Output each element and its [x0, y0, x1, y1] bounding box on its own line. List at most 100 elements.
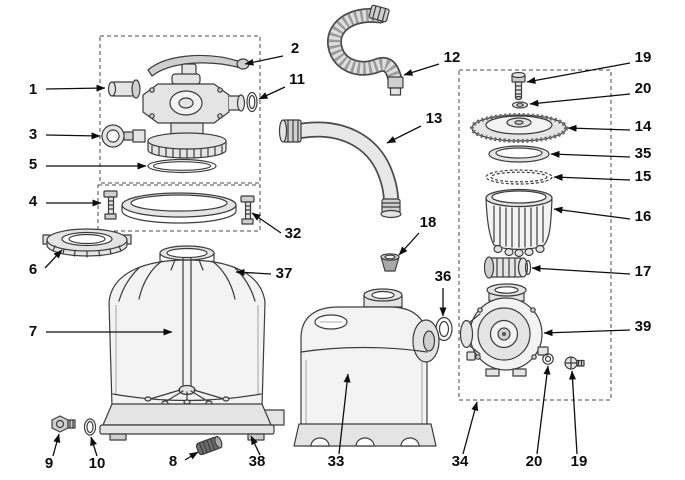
callout-item8-arrow [184, 451, 199, 461]
callout-item37: 37 [235, 265, 293, 282]
callout-item16-arrow [553, 206, 631, 220]
callout-item35-arrow [550, 150, 631, 158]
callout-item39-label: 39 [635, 318, 652, 335]
callout-item19-bottom: 19 [569, 370, 588, 470]
rubber-cap-drawing [380, 253, 400, 272]
callout-item20-top-label: 20 [635, 80, 652, 97]
callout-item12: 12 [403, 49, 461, 76]
callout-item20-bottom-label: 20 [526, 453, 543, 470]
callout-item19-bottom-label: 19 [571, 453, 588, 470]
callout-item20-bottom: 20 [526, 365, 551, 470]
callout-item7-label: 7 [29, 323, 37, 340]
callout-item6: 6 [29, 249, 63, 278]
flange-ring-drawing [42, 228, 132, 258]
callout-item38-label: 38 [249, 453, 266, 470]
callout-item33: 33 [328, 373, 351, 470]
strainer-basket-drawing [485, 188, 553, 258]
callout-item15-arrow [553, 173, 631, 181]
tank-neck [159, 245, 215, 262]
callout-item4: 4 [29, 193, 102, 210]
inlet-fitting-1 [107, 79, 141, 99]
callout-item9-arrow [52, 433, 61, 457]
callout-item15-label: 15 [635, 168, 652, 185]
dashed-group-boxes [97, 35, 612, 401]
callout-item8-label: 8 [169, 453, 177, 470]
callout-item12-arrow [403, 63, 440, 76]
callout-item18-arrow [398, 232, 420, 256]
callouts: 1 2 11 3 5 4 32 6 [29, 40, 652, 472]
callout-item16: 16 [553, 206, 652, 225]
callout-item2-label: 2 [291, 40, 299, 57]
valve-ribbed-collar [147, 132, 227, 159]
callout-item19-bottom-arrow [569, 370, 578, 455]
callout-item17-label: 17 [635, 263, 652, 280]
callout-item3-arrow [45, 132, 101, 140]
callout-item7: 7 [29, 323, 173, 340]
callout-item4-label: 4 [29, 193, 38, 210]
gauge-plug-3 [101, 124, 146, 148]
callout-item20-top-arrow [529, 93, 631, 107]
callout-item13: 13 [386, 110, 442, 144]
tank-oring-5 [147, 158, 217, 174]
hose-bottom-fitting [387, 76, 404, 96]
strainer-cover-drawing [470, 113, 568, 143]
callout-item3: 3 [29, 126, 101, 143]
callout-item20-top: 20 [529, 80, 652, 107]
callout-item6-label: 6 [29, 261, 37, 278]
hose-bottom-coupling [380, 198, 402, 219]
callout-item33-label: 33 [328, 453, 345, 470]
callout-item10-label: 10 [89, 455, 106, 472]
coupling-drawing [483, 256, 532, 279]
callout-item13-arrow [386, 125, 422, 144]
callout-item19-top-arrow [526, 62, 631, 84]
housing-plug-drawing [564, 356, 585, 370]
curved-hose-drawing [278, 119, 402, 219]
callout-item39-arrow [543, 329, 631, 337]
hose-top-fitting [368, 4, 390, 23]
tank-base [99, 403, 275, 441]
callout-item32-arrow [251, 212, 282, 234]
drain-oring-drawing [83, 418, 97, 436]
callout-item37-arrow [235, 268, 272, 276]
callout-item1-arrow [45, 84, 106, 92]
callout-item11-label: 11 [289, 71, 305, 88]
callout-item37-label: 37 [276, 265, 293, 282]
callout-item10-arrow [90, 436, 98, 457]
callout-item1-label: 1 [29, 81, 37, 98]
callout-item34-arrow [462, 401, 479, 455]
callout-item17-arrow [531, 265, 631, 275]
flat-gasket-drawing [485, 169, 553, 185]
housing-oring-drawing [542, 353, 554, 365]
strainer-bolt-drawing [511, 71, 526, 101]
callout-item18-label: 18 [420, 214, 437, 231]
clamp-bolt-left [103, 190, 118, 220]
strainer-washer-drawing [511, 101, 529, 109]
filter-tank-drawing [99, 245, 285, 441]
callout-item3-label: 3 [29, 126, 37, 143]
callout-item6-arrow [44, 249, 63, 269]
callout-item32: 32 [251, 212, 302, 242]
callout-item18: 18 [398, 214, 437, 256]
callout-item10: 10 [89, 436, 106, 472]
pump-motor-drawing [293, 288, 440, 447]
callout-item12-label: 12 [444, 49, 461, 66]
pump-base [293, 423, 437, 447]
callout-item2: 2 [244, 40, 299, 66]
valve-oring-11 [246, 91, 258, 113]
callout-item5: 5 [29, 156, 147, 173]
corrugated-hose-drawing [327, 4, 404, 96]
drain-plug-drawing [51, 415, 76, 433]
callout-item36-label: 36 [435, 268, 452, 285]
callout-item14: 14 [567, 118, 652, 135]
callout-item17: 17 [531, 263, 652, 280]
clamp-group-box [97, 184, 261, 232]
callout-item34: 34 [452, 401, 479, 470]
callout-item38-arrow [250, 435, 261, 456]
callout-item8: 8 [169, 451, 199, 470]
callout-item32-label: 32 [285, 225, 302, 242]
callout-item16-label: 16 [635, 208, 652, 225]
valve-group-box [99, 35, 261, 184]
callout-item35-label: 35 [635, 145, 652, 162]
